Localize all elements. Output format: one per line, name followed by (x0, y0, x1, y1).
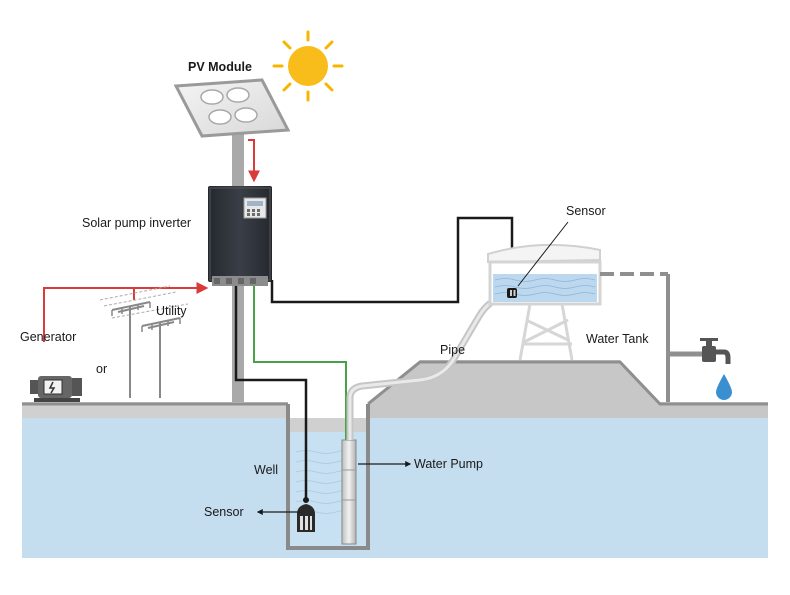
pipe-label: Pipe (440, 343, 465, 357)
pv-module-label: PV Module (188, 60, 252, 74)
water-pump-label: Water Pump (414, 457, 483, 471)
ground-edge (22, 360, 768, 406)
generator-power-line (43, 282, 209, 342)
faucet-icon (700, 338, 731, 364)
groundwater (22, 418, 768, 558)
inverter-icon (208, 186, 272, 286)
sensor-well-label: Sensor (204, 505, 244, 519)
sensor-tank-pointer (517, 221, 569, 287)
float-sensor-icon (297, 497, 315, 532)
generator-label: Generator (20, 330, 76, 344)
power-pole-icon (99, 285, 189, 398)
pv-pole (232, 130, 244, 188)
solar-panel-icon (173, 78, 291, 188)
sensor-tank-label: Sensor (566, 204, 606, 218)
water-drop-icon (716, 374, 732, 400)
pump-cable-black (234, 286, 308, 500)
ground-and-water (22, 360, 768, 558)
utility-label: Utility (156, 304, 187, 318)
water-tank-label: Water Tank (586, 332, 649, 346)
sun-icon (272, 30, 344, 102)
pump-ground-wire (253, 286, 347, 440)
inverter-pole (232, 286, 244, 402)
submersible-pump-icon (341, 439, 357, 545)
generator-icon (30, 376, 82, 402)
hill (368, 362, 768, 418)
tank-sensor-cable (270, 216, 514, 304)
or-label: or (96, 362, 107, 376)
solar-pump-inverter-label: Solar pump inverter (82, 216, 191, 230)
tank-float-sensor-icon (507, 288, 517, 298)
pv-power-arrow (248, 139, 260, 183)
well-label: Well (254, 463, 278, 477)
well-shaft (286, 404, 370, 550)
